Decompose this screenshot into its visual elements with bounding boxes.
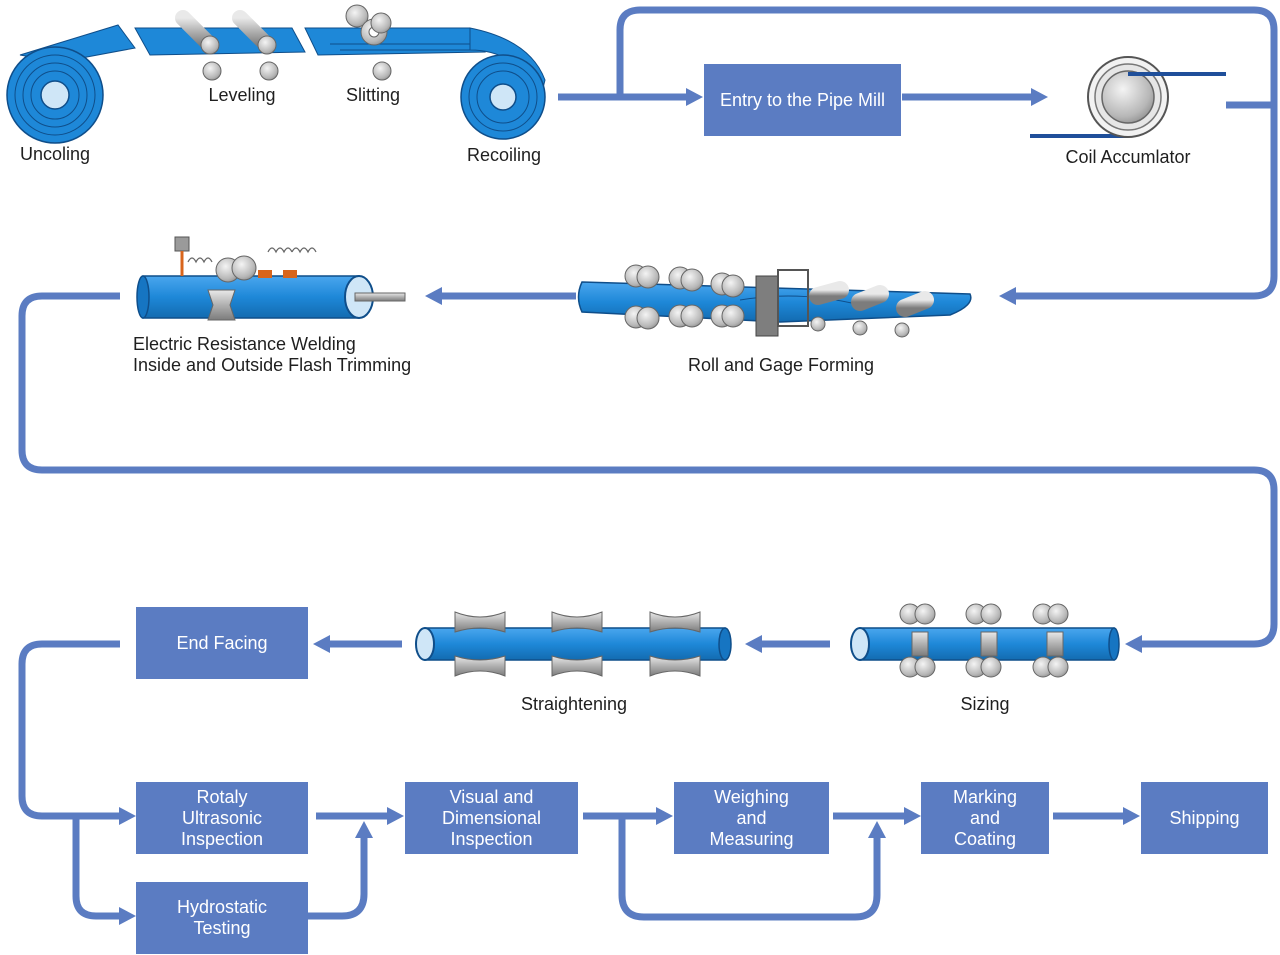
arrowhead-shipping [1123, 807, 1140, 825]
arrowhead-sizing [1125, 635, 1142, 653]
label-leveling: Leveling [208, 85, 276, 105]
recoiler-icon [460, 27, 546, 140]
label-sizing: Sizing [960, 694, 1010, 714]
arrowhead-entry [686, 88, 703, 106]
arrowhead-marking [904, 807, 921, 825]
label-erw-line2: Inside and Outside Flash Trimming [133, 355, 412, 375]
box-ultrasonic-inspection: Rotaly Ultrasonic Inspection [136, 782, 308, 854]
arrowhead-accumulator [1031, 88, 1048, 106]
box-shipping: Shipping [1141, 782, 1268, 854]
slitting-rollers-icon [304, 4, 486, 81]
connector-top-loop [616, 6, 1278, 300]
connector-endfacing-loop [18, 640, 121, 820]
arrowhead-straightening [745, 635, 762, 653]
flow-connectors [18, 6, 1278, 921]
box-marking-coating: Marking and Coating [921, 782, 1049, 854]
welding-station-icon [136, 236, 406, 321]
label-slitting: Slitting [345, 85, 401, 105]
connector-hydrostatic-to-visual [308, 836, 368, 920]
arrowhead-weighing [656, 807, 673, 825]
uncoiler-icon [6, 24, 136, 144]
label-roll-gage-forming: Roll and Gage Forming [687, 355, 875, 375]
arrowhead-welding [425, 287, 442, 305]
connector-to-hydrostatic [72, 816, 121, 920]
arrowhead-visual [387, 807, 404, 825]
box-entry-to-pipe-mill: Entry to the Pipe Mill [704, 64, 901, 136]
arrowhead-forming [999, 287, 1016, 305]
leveling-rollers-icon [134, 10, 306, 81]
connector-welding-loop [18, 292, 1278, 648]
flow-arrowheads [119, 88, 1142, 925]
arrowhead-marking-up [868, 821, 886, 838]
label-uncoling: Uncoling [19, 144, 91, 164]
box-end-facing: End Facing [136, 607, 308, 679]
label-recoiling: Recoiling [466, 145, 542, 165]
arrowhead-hydrostatic [119, 907, 136, 925]
forming-rollers-icon [577, 264, 972, 338]
sizing-rollers-icon [850, 603, 1120, 678]
label-straightening: Straightening [520, 694, 628, 714]
straightening-rollers-icon [415, 611, 732, 677]
box-weighing-measuring: Weighing and Measuring [674, 782, 829, 854]
arrowhead-visual-up [355, 821, 373, 838]
box-visual-dimensional-inspection: Visual and Dimensional Inspection [405, 782, 578, 854]
connector-bypass-weighing [618, 816, 881, 921]
label-erw-line1: Electric Resistance Welding [133, 334, 356, 354]
coil-accumulator-icon [1030, 56, 1226, 138]
box-hydrostatic-testing: Hydrostatic Testing [136, 882, 308, 954]
label-coil-accumulator: Coil Accumlator [1065, 147, 1191, 167]
arrowhead-endfacing [313, 635, 330, 653]
arrowhead-ultrasonic [119, 807, 136, 825]
